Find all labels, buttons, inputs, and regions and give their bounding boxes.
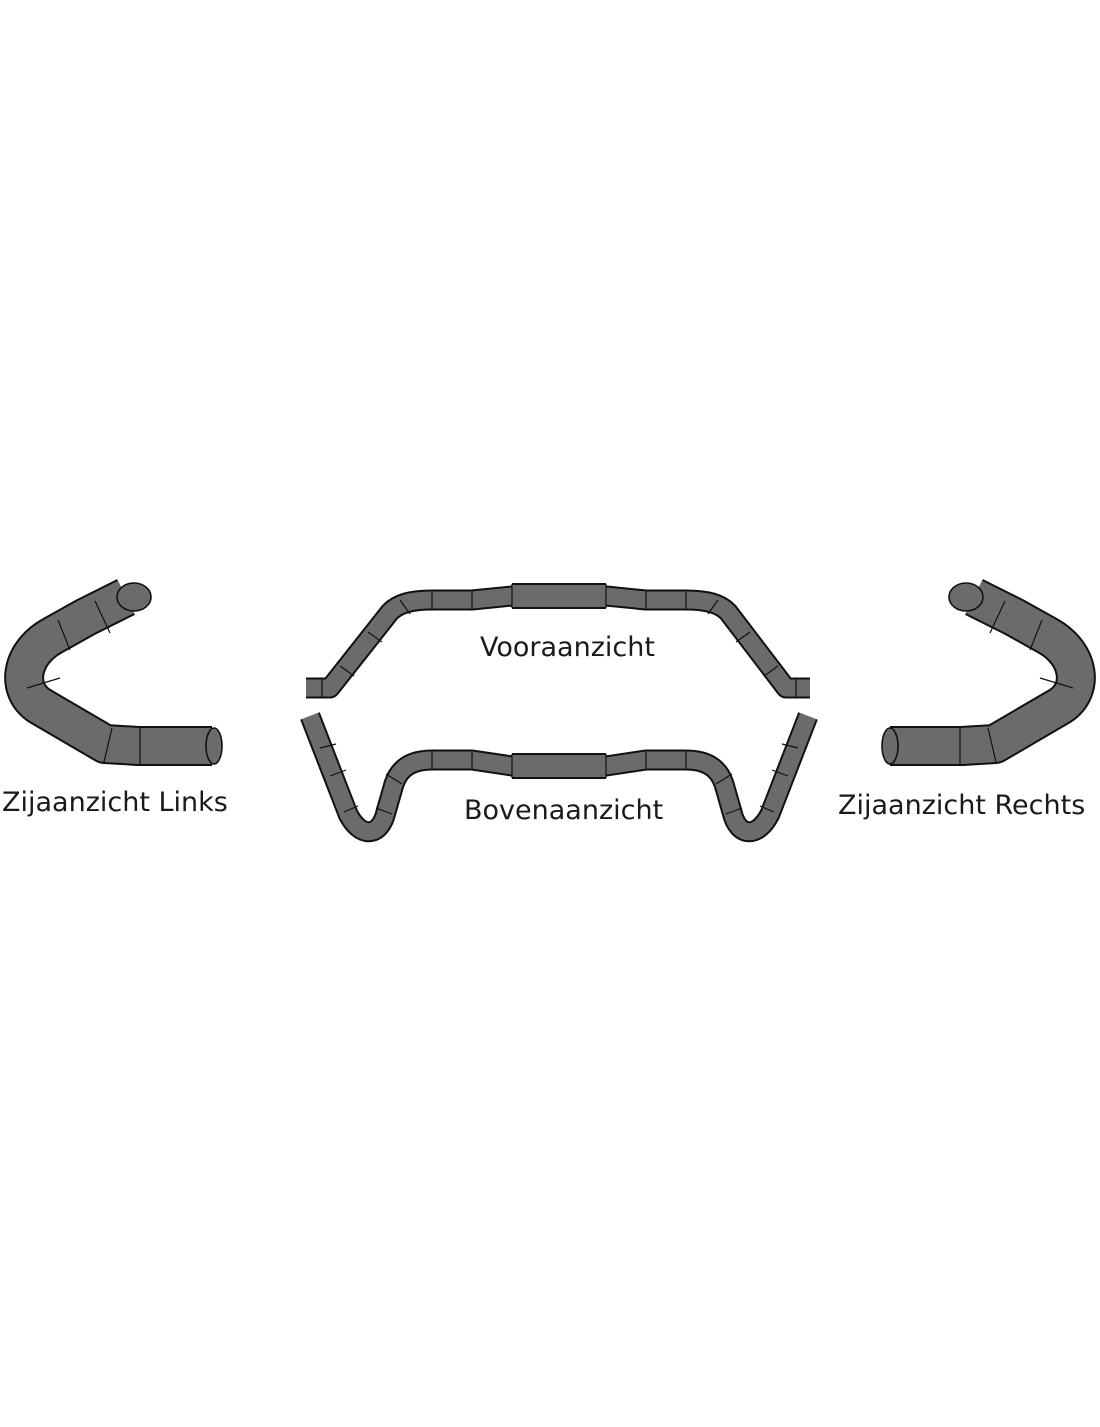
bar-end-cap — [116, 582, 152, 612]
side-view-right-label: Zijaanzicht Rechts — [838, 790, 1086, 821]
top-view-handlebar — [300, 712, 818, 843]
bar-end-cap — [948, 582, 984, 612]
bar-end-cap — [205, 727, 223, 765]
side-view-left-label: Zijaanzicht Links — [2, 787, 228, 818]
top-view-label: Bovenaanzicht — [464, 795, 664, 826]
side-view-right-handlebar — [881, 579, 1096, 766]
side-view-left-handlebar — [4, 579, 223, 766]
front-view-handlebar — [306, 583, 810, 699]
bar-end-cap — [881, 727, 899, 765]
front-view-label: Vooraanzicht — [480, 632, 655, 663]
